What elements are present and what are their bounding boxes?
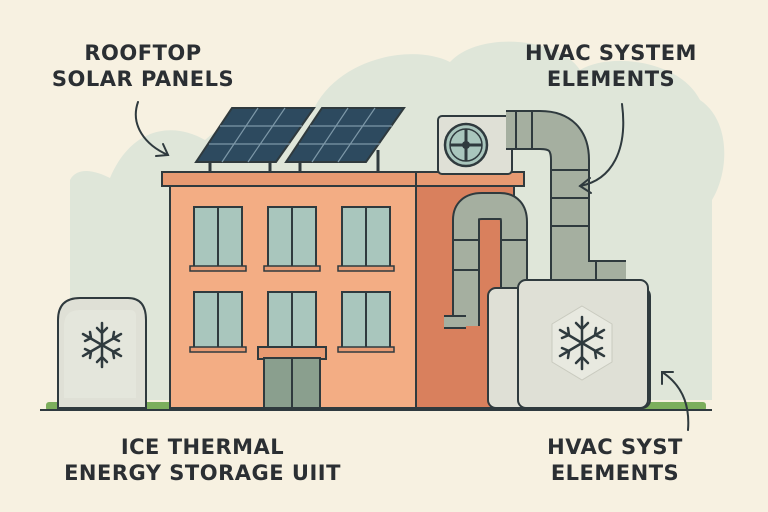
label-line: ICE THERMAL (120, 435, 285, 459)
hvac-duct-small (444, 192, 528, 329)
solar-panel-icon (194, 107, 406, 172)
label-rooftop-solar-panels: ROOFTOP SOLAR PANELS (28, 40, 258, 93)
ice-storage-tank-right (487, 279, 651, 409)
callout-arrow-hvac-bottom (661, 371, 690, 431)
label-hvac-system-elements: HVAC SYSTEM ELEMENTS (486, 40, 736, 93)
label-line: HVAC SYST (547, 435, 683, 459)
label-line: ELEMENTS (550, 461, 680, 486)
label-line: ELEMENTS (546, 67, 676, 92)
label-hvac-syst-elements: HVAC SYST ELEMENTS (505, 434, 725, 487)
label-line: SOLAR PANELS (51, 67, 235, 92)
callout-arrow-hvac-top (578, 103, 625, 194)
callout-arrow-solar (134, 101, 170, 157)
label-line: ROOFTOP (84, 41, 202, 65)
label-line: ENERGY STORAGE UIIT (64, 461, 341, 486)
ice-storage-tank-left (57, 297, 147, 409)
building-door (257, 346, 327, 409)
label-line: HVAC SYSTEM (525, 41, 697, 65)
hvac-duct-main (506, 110, 626, 300)
snowflake-icon (81, 321, 123, 369)
snowflake-icon (558, 315, 606, 371)
label-ice-thermal-storage: ICE THERMAL ENERGY STORAGE UIIT (30, 434, 375, 487)
hvac-rooftop-unit (437, 115, 513, 175)
fan-icon (443, 122, 489, 168)
building-roof (161, 171, 417, 187)
